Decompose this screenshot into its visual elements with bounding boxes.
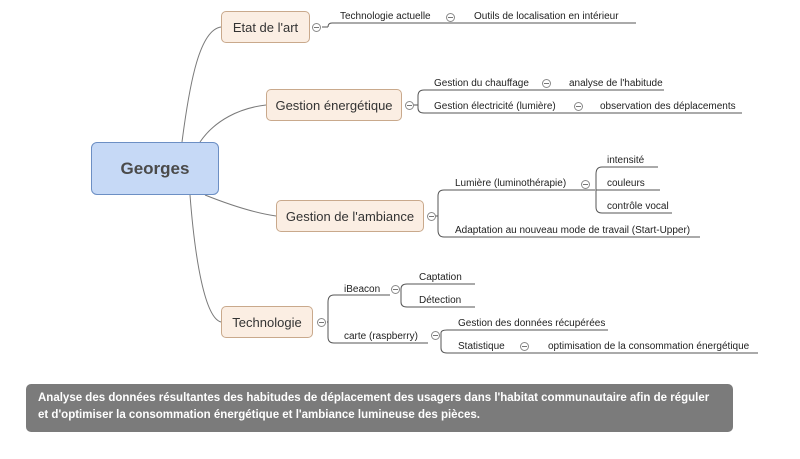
collapse-toggle-icon[interactable] (542, 79, 551, 88)
branch-label: Technologie (232, 314, 302, 330)
topic-gestion-chauffage[interactable]: Gestion du chauffage (434, 78, 529, 89)
branch-gestion-energetique[interactable]: Gestion énergétique (266, 89, 402, 121)
branch-label: Gestion énergétique (275, 97, 393, 113)
collapse-toggle-icon[interactable] (427, 212, 436, 221)
collapse-toggle-icon[interactable] (520, 342, 529, 351)
topic-statistique[interactable]: Statistique (458, 341, 505, 352)
topic-observation-deplacements[interactable]: observation des déplacements (600, 101, 736, 112)
topic-couleurs[interactable]: couleurs (607, 178, 645, 189)
topic-ibeacon[interactable]: iBeacon (344, 284, 381, 295)
branch-etat-de-lart[interactable]: Etat de l'art (221, 11, 310, 43)
branch-label: Etat de l'art (232, 19, 299, 35)
summary-text: Analyse des données résultantes des habi… (38, 392, 710, 421)
root-node[interactable]: Georges (91, 142, 219, 195)
topic-gestion-donnees[interactable]: Gestion des données récupérées (458, 318, 606, 329)
topic-detection[interactable]: Détection (419, 295, 462, 306)
collapse-toggle-icon[interactable] (431, 331, 440, 340)
topic-controle-vocal[interactable]: contrôle vocal (607, 201, 669, 212)
collapse-toggle-icon[interactable] (312, 23, 321, 32)
collapse-toggle-icon[interactable] (574, 102, 583, 111)
collapse-toggle-icon[interactable] (446, 13, 455, 22)
topic-optimisation-consommation[interactable]: optimisation de la consommation énergéti… (548, 341, 750, 352)
collapse-toggle-icon[interactable] (581, 180, 590, 189)
collapse-toggle-icon[interactable] (317, 318, 326, 327)
topic-captation[interactable]: Captation (419, 272, 462, 283)
branch-gestion-ambiance[interactable]: Gestion de l'ambiance (276, 200, 424, 232)
topic-adaptation-travail[interactable]: Adaptation au nouveau mode de travail (S… (455, 225, 691, 236)
branch-technologie[interactable]: Technologie (221, 306, 313, 338)
topic-carte-raspberry[interactable]: carte (raspberry) (344, 331, 418, 342)
branch-label: Gestion de l'ambiance (285, 208, 415, 224)
topic-analyse-habitude[interactable]: analyse de l'habitude (569, 78, 663, 89)
topic-gestion-electricite[interactable]: Gestion électricité (lumière) (434, 101, 556, 112)
topic-technologie-actuelle[interactable]: Technologie actuelle (340, 11, 431, 22)
topic-lumiere[interactable]: Lumière (luminothérapie) (455, 178, 567, 189)
root-label: Georges (120, 158, 190, 178)
summary-banner: Analyse des données résultantes des habi… (26, 384, 733, 432)
topic-outils-localisation[interactable]: Outils de localisation en intérieur (474, 11, 619, 22)
collapse-toggle-icon[interactable] (391, 285, 400, 294)
collapse-toggle-icon[interactable] (405, 101, 414, 110)
topic-intensite[interactable]: intensité (607, 155, 645, 166)
